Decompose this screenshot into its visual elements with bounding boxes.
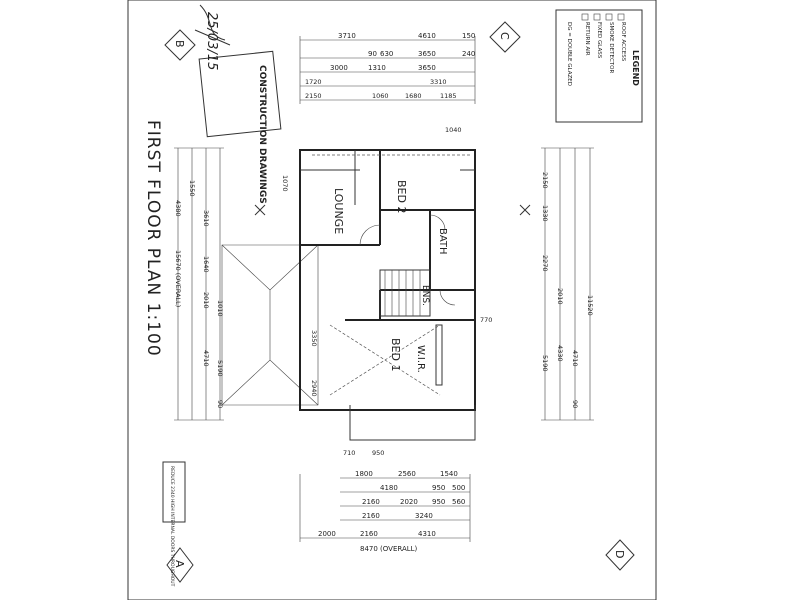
dim-int-7: 770 — [480, 316, 492, 324]
roof-outline — [221, 244, 319, 406]
dim-left-4: 1640 — [202, 256, 210, 273]
dim-top-1c: 150 — [462, 32, 475, 40]
stair — [379, 269, 431, 317]
legend-box: LEGEND ROOF ACCESS SMOKE DETECTOR FIXED … — [555, 9, 643, 123]
plan-internal-dimensions: 710 950 3350 2940 1040 1070 770 — [281, 126, 492, 457]
legend-note: DG = DOUBLE GLAZED — [566, 22, 572, 86]
dim-left-overall: 15670 (OVERALL) — [174, 250, 182, 307]
room-label-wir: W.I.R. — [415, 345, 426, 373]
legend-item-3-label: FIXED GLASS — [596, 22, 602, 59]
internal-doors-note: REDUCE 2340 HIGH INTERNAL DOORS THROUGHO… — [162, 461, 186, 587]
dim-left-9: 90 — [216, 400, 224, 408]
section-marker-b-label: B — [173, 40, 186, 48]
dim-left-1: 1550 — [188, 180, 196, 197]
sheet-border — [127, 0, 657, 600]
dim-int-6: 1070 — [281, 175, 289, 192]
dim-top-5a: 2150 — [305, 92, 322, 100]
dim-int-3: 3350 — [310, 330, 318, 347]
construction-stamp: CONSTRUCTION DRAWINGS 25/03/15 — [194, 4, 282, 204]
left-dimensions: 15670 (OVERALL) 1550 4380 3610 1640 2010… — [174, 147, 224, 421]
legend-item-4-label: RETURN AIR — [584, 22, 590, 56]
dim-bottom-1a: 1800 — [355, 470, 373, 478]
dim-top-1b: 4610 — [418, 32, 436, 40]
dim-right-2: 1330 — [541, 205, 549, 222]
dim-overall: 8470 (OVERALL) — [360, 545, 418, 553]
dim-int-5: 1040 — [445, 126, 462, 134]
top-dimensions: 3710 4610 150 90 630 3650 240 3000 1310 … — [299, 32, 475, 104]
dim-bottom-3b: 2020 — [400, 498, 418, 506]
dim-int-4: 2940 — [310, 380, 318, 397]
section-marker-d: D — [605, 539, 635, 571]
dim-top-3a: 3000 — [330, 64, 348, 72]
dim-top-4g: 3310 — [430, 78, 447, 86]
dim-right-4: 2010 — [556, 288, 564, 305]
dim-right-8: 90 — [571, 400, 579, 408]
room-label-lounge: LOUNGE — [332, 188, 345, 234]
dim-bottom-5a: 2000 — [318, 530, 336, 538]
dim-top-3b: 1310 — [368, 64, 386, 72]
dim-bottom-1c: 1540 — [440, 470, 458, 478]
dim-bottom-4a: 2160 — [362, 512, 380, 520]
dim-bottom-3a: 2160 — [362, 498, 380, 506]
stamp-date: 25/03/15 — [204, 12, 219, 70]
dim-top-5f: 1185 — [440, 92, 457, 100]
dim-right-7: 5190 — [541, 355, 549, 372]
room-label-ens: ENS. — [420, 285, 430, 306]
section-marker-b: B — [164, 29, 196, 61]
section-marker-d-label: D — [613, 550, 626, 558]
legend-heading: LEGEND — [631, 50, 640, 86]
dim-right-5: 4330 — [556, 345, 564, 362]
room-label-bed-1: BED 1 — [389, 338, 402, 371]
exterior-walls — [299, 149, 476, 411]
dim-bottom-1b: 2560 — [398, 470, 416, 478]
dim-bottom-3d: 560 — [452, 498, 465, 506]
dim-bottom-2a: 4180 — [380, 484, 398, 492]
dim-top-2c: 3650 — [418, 50, 436, 58]
dim-left-5: 2010 — [202, 292, 210, 309]
dim-right-3: 2270 — [541, 255, 549, 272]
plan-title: FIRST FLOOR PLAN 1:100 — [143, 120, 163, 357]
dim-int-1: 710 — [343, 449, 355, 457]
dim-left-2: 4380 — [174, 200, 182, 217]
dim-left-6: 1010 — [216, 300, 224, 317]
room-label-bath: BATH — [437, 228, 448, 255]
dim-left-7: 4710 — [202, 350, 210, 367]
right-dimensions: 11520 2150 1330 2270 2010 4330 4710 5190… — [541, 147, 594, 421]
dim-bottom-5c: 4310 — [418, 530, 436, 538]
room-label-bed-2: BED 2 — [395, 180, 408, 213]
dim-top-3c: 3650 — [418, 64, 436, 72]
dim-bottom-2c: 500 — [452, 484, 465, 492]
section-cut-arrows — [254, 204, 531, 216]
dim-top-2a: 90 — [368, 50, 377, 58]
dim-top-1a: 3710 — [338, 32, 356, 40]
dim-bottom-4b: 3240 — [415, 512, 433, 520]
dim-top-5c: 1060 — [372, 92, 389, 100]
dim-left-3: 3610 — [202, 210, 210, 227]
internal-doors-note-text: REDUCE 2340 HIGH INTERNAL DOORS THROUGHO… — [169, 466, 175, 587]
dim-right-1: 2150 — [541, 172, 549, 189]
legend-item-2-label: SMOKE DETECTOR — [608, 22, 614, 73]
section-marker-a-label: A — [173, 560, 186, 568]
dim-right-6: 4710 — [571, 350, 579, 367]
dim-int-2: 950 — [372, 449, 384, 457]
stamp-heading: CONSTRUCTION DRAWINGS — [257, 65, 267, 204]
dim-top-5e: 1680 — [405, 92, 422, 100]
dim-bottom-3c: 950 — [432, 498, 445, 506]
dim-top-2b: 630 — [380, 50, 393, 58]
section-marker-c: C — [489, 21, 521, 53]
legend-item-1-label: ROOF ACCESS — [620, 22, 626, 62]
bottom-dimensions: 1800 2560 1540 4180 950 500 2160 2020 95… — [299, 470, 471, 553]
section-marker-a: A — [166, 547, 194, 583]
dim-top-4a: 1720 — [305, 78, 322, 86]
dim-top-2d: 240 — [462, 50, 475, 58]
section-marker-c-label: C — [498, 32, 511, 40]
dim-right-overall: 11520 — [586, 295, 594, 316]
floor-plan — [299, 149, 476, 441]
dim-bottom-5b: 2160 — [360, 530, 378, 538]
dim-left-8: 5190 — [216, 360, 224, 377]
dim-bottom-2b: 950 — [432, 484, 445, 492]
